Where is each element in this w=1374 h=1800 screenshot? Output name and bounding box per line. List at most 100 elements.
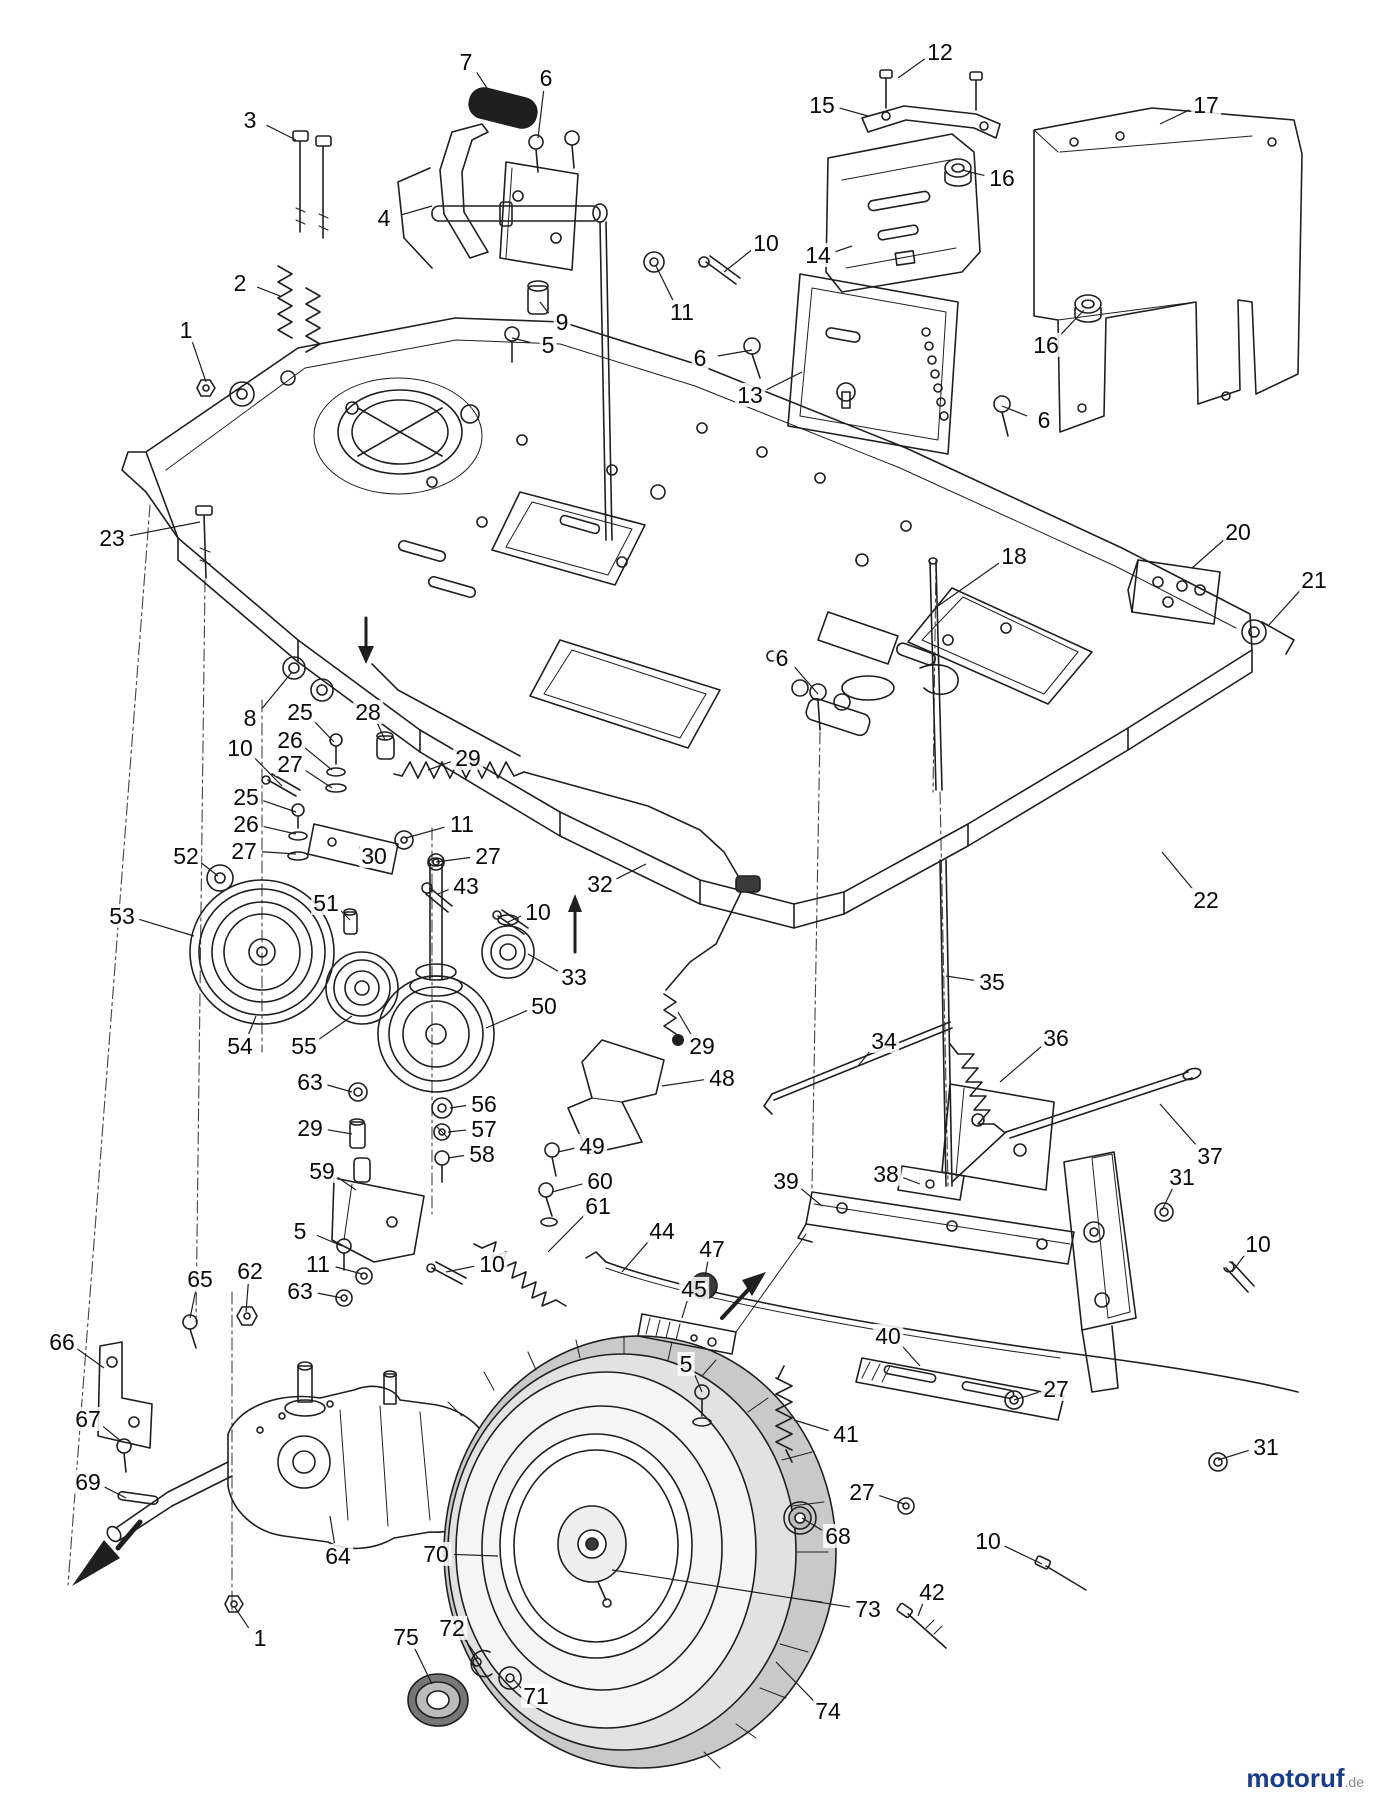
leader-line (453, 1553, 499, 1557)
leader-line (245, 1283, 249, 1313)
callout-6: 6 (691, 344, 709, 371)
callout-18: 18 (999, 542, 1029, 569)
callout-30: 30 (359, 842, 389, 869)
callout-41: 41 (831, 1420, 861, 1447)
leader-line (917, 1603, 924, 1617)
leader-line (794, 666, 819, 695)
leader-line (527, 953, 559, 972)
callout-27: 27 (229, 837, 259, 864)
leader-line (437, 889, 449, 895)
callout-74: 74 (813, 1697, 843, 1724)
callout-31: 31 (1251, 1433, 1281, 1460)
leader-line (200, 862, 219, 877)
leader-line (661, 1079, 705, 1087)
callout-9: 9 (553, 308, 571, 335)
leader-line (547, 1214, 586, 1253)
callout-27: 27 (473, 842, 503, 869)
callout-34: 34 (869, 1027, 899, 1054)
leader-line (263, 825, 297, 835)
callout-43: 43 (451, 872, 481, 899)
leader-line (1231, 1253, 1247, 1273)
leader-line (405, 826, 445, 839)
leader-line (1191, 539, 1225, 569)
callout-22: 22 (1191, 886, 1221, 913)
leader-line (313, 720, 335, 743)
callout-69: 69 (73, 1468, 103, 1495)
callout-29: 29 (453, 744, 483, 771)
callout-38: 38 (871, 1160, 901, 1187)
leader-line (340, 910, 351, 921)
callout-62: 62 (235, 1257, 265, 1284)
leader-line (616, 863, 647, 880)
callout-55: 55 (289, 1032, 319, 1059)
callout-29: 29 (295, 1114, 325, 1141)
callout-11: 11 (448, 810, 476, 837)
pulley-cluster (189, 663, 761, 1307)
callout-11: 11 (304, 1250, 332, 1277)
callout-37: 37 (1195, 1142, 1225, 1169)
leader-line (621, 1239, 650, 1273)
leader-line (305, 769, 333, 789)
callout-15: 15 (807, 91, 837, 118)
callout-17: 17 (1191, 91, 1221, 118)
callout-52: 52 (171, 842, 201, 869)
callout-16: 16 (1031, 331, 1061, 358)
leader-line (247, 1015, 257, 1035)
leader-line (839, 107, 869, 117)
leader-line (539, 301, 550, 314)
callout-50: 50 (529, 992, 559, 1019)
watermark-text: .de (1344, 1774, 1364, 1790)
watermark: motoruf.de (1246, 1763, 1364, 1794)
leader-line (435, 856, 471, 863)
control-rods (585, 859, 1299, 1393)
construction-lines (67, 504, 949, 1613)
callout-40: 40 (873, 1322, 903, 1349)
leader-line (447, 1154, 465, 1159)
leader-line (427, 761, 451, 771)
leader-line (1159, 109, 1190, 125)
leader-line (445, 1265, 475, 1273)
dash-panels (787, 69, 1303, 455)
leader-line (766, 371, 803, 391)
callout-51: 51 (311, 889, 341, 916)
callout-12: 12 (925, 38, 955, 65)
callout-10: 10 (751, 229, 781, 256)
leader-line (449, 1104, 467, 1109)
leader-line (1013, 1391, 1039, 1401)
watermark-text: motoruf (1246, 1763, 1345, 1793)
callout-63: 63 (295, 1068, 325, 1095)
leader-line (1161, 851, 1195, 891)
leader-line (447, 1129, 467, 1133)
callout-10: 10 (225, 734, 255, 761)
callout-66: 66 (47, 1328, 77, 1355)
leader-line (414, 1648, 433, 1685)
leader-line (1217, 1449, 1249, 1461)
leader-line (139, 918, 195, 937)
leader-line (801, 1517, 823, 1531)
callout-36: 36 (1041, 1024, 1071, 1051)
callout-26: 26 (231, 810, 261, 837)
callout-45: 45 (679, 1275, 709, 1302)
callout-10: 10 (1243, 1230, 1273, 1257)
leader-line (507, 915, 522, 923)
callout-1: 1 (177, 316, 195, 343)
callout-8: 8 (241, 704, 259, 731)
callout-5: 5 (539, 331, 557, 358)
callout-35: 35 (977, 968, 1007, 995)
callout-75: 75 (391, 1623, 421, 1650)
leader-line (102, 1425, 123, 1443)
callout-14: 14 (803, 241, 833, 268)
callout-11: 11 (668, 298, 696, 325)
callout-47: 47 (697, 1235, 727, 1262)
leader-line (1267, 588, 1302, 627)
leader-line (327, 1084, 353, 1093)
callout-21: 21 (1299, 566, 1329, 593)
callout-2: 2 (231, 269, 249, 296)
callout-25: 25 (285, 698, 315, 725)
leader-line (233, 1605, 250, 1629)
leader-line (485, 1010, 528, 1029)
callout-26: 26 (275, 726, 305, 753)
callout-25: 25 (231, 783, 261, 810)
callout-53: 53 (107, 902, 137, 929)
